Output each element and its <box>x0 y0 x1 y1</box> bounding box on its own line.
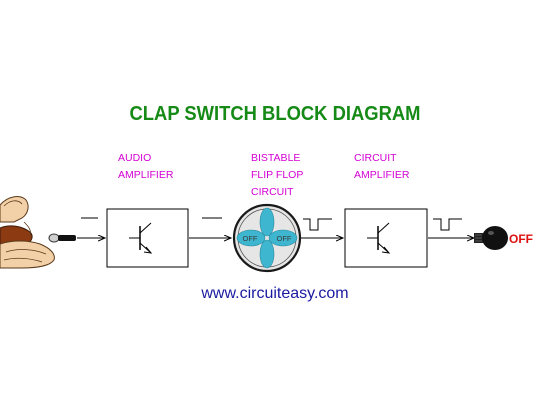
flipflop-label-line-2: FLIP FLOP <box>251 169 304 181</box>
audio-amplifier-label-line-2: AMPLIFIER <box>118 169 174 181</box>
bulb-icon <box>474 226 508 250</box>
circuit-amplifier-label-line-2: AMPLIFIER <box>354 169 410 181</box>
circuit-amplifier-block <box>344 208 428 268</box>
flipflop-label-line-1: BISTABLE <box>251 152 301 164</box>
diagram-title: CLAP SWITCH BLOCK DIAGRAM <box>129 103 421 125</box>
website-url: www.circuiteasy.com <box>201 285 349 302</box>
square-wave-mark-2 <box>433 218 462 231</box>
circuit-amplifier-label-line-1: CIRCUIT <box>354 152 397 164</box>
microphone-icon <box>48 233 76 243</box>
audio-amplifier-label: AUDIO AMPLIFIER <box>118 150 173 184</box>
circuit-amplifier-label: CIRCUIT AMPLIFIER <box>354 150 409 184</box>
flipflop-label: BISTABLE FLIP FLOP CIRCUIT <box>251 150 303 201</box>
square-wave-mark-1 <box>303 218 332 231</box>
flipflop-label-line-3: CIRCUIT <box>251 186 294 198</box>
transistor-icon <box>367 222 391 254</box>
flipflop-block: OFF OFF <box>232 203 302 273</box>
output-state-label: OFF <box>509 232 533 246</box>
clapping-hands-icon <box>0 196 55 269</box>
flipflop-right-state: OFF <box>277 234 292 243</box>
audio-amplifier-label-line-1: AUDIO <box>118 152 152 164</box>
transistor-icon <box>129 222 153 254</box>
audio-amplifier-block <box>106 208 189 268</box>
flipflop-left-state: OFF <box>243 234 258 243</box>
